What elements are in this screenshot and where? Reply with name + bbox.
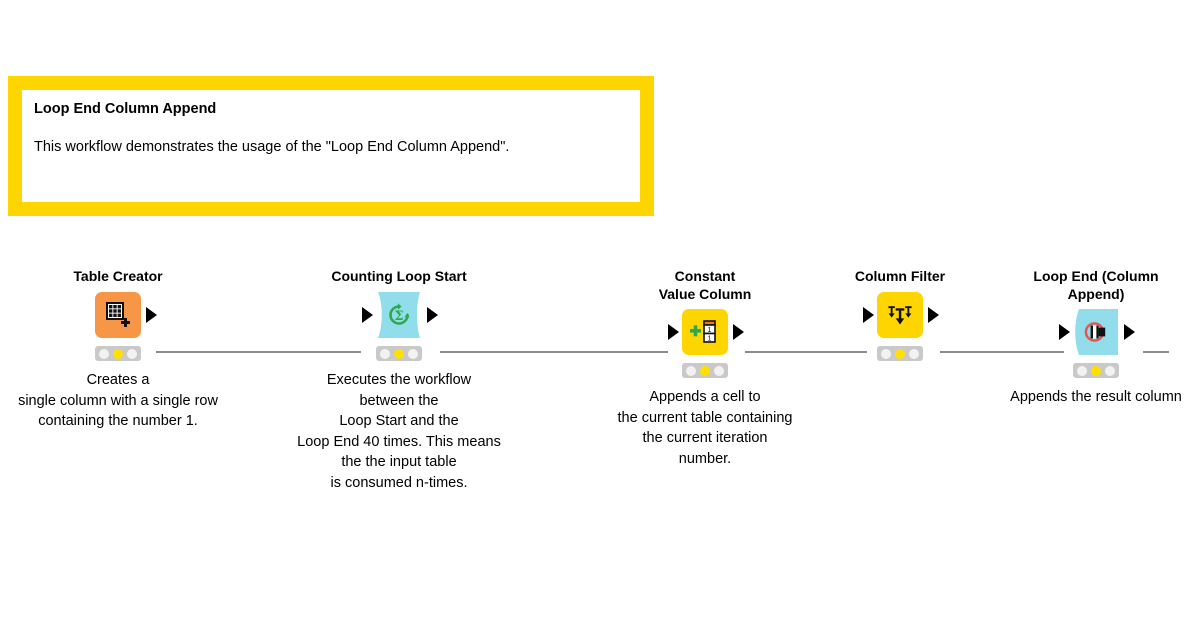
output-port[interactable]	[146, 307, 157, 323]
node-figure-counting-loop-start: Σ	[344, 292, 454, 338]
node-body-counting-loop-start[interactable]: Σ	[362, 292, 438, 338]
workflow-annotation-title: Loop End Column Append	[34, 101, 217, 117]
connector-loop-end-output[interactable]	[1143, 351, 1169, 353]
connector-column-filter-to-loop-end[interactable]	[940, 351, 1064, 353]
node-constant-value-column[interactable]: Constant Value Column 1 1	[590, 268, 820, 469]
node-title-table-creator: Table Creator	[73, 268, 163, 284]
status-led-green	[714, 365, 724, 376]
node-status-table-creator[interactable]	[95, 346, 141, 361]
status-led-green	[127, 348, 137, 359]
node-body-table-creator[interactable]	[95, 292, 157, 338]
node-column-filter[interactable]: Column Filter	[785, 268, 1015, 370]
node-description-constant-value-column: Appends a cell to the current table cont…	[617, 389, 793, 467]
node-shape-square	[877, 292, 923, 338]
node-title-loop-end-column-append: Loop End (Column Append)	[1033, 268, 1159, 302]
output-port[interactable]	[733, 324, 744, 340]
output-port[interactable]	[427, 307, 438, 323]
node-table-creator[interactable]: Table Creator	[3, 268, 233, 432]
node-title-column-filter: Column Filter	[854, 268, 946, 284]
input-port[interactable]	[362, 307, 373, 323]
node-loop-end-column-append[interactable]: Loop End (Column Append)	[981, 268, 1200, 408]
node-body-loop-end-column-append[interactable]	[1059, 309, 1135, 355]
node-shape-square	[95, 292, 141, 338]
output-port[interactable]	[1124, 324, 1135, 340]
output-port[interactable]	[928, 307, 939, 323]
status-led-yellow	[700, 365, 710, 376]
status-led-yellow	[1091, 365, 1101, 376]
node-counting-loop-start[interactable]: Counting Loop Start Σ	[284, 268, 514, 493]
node-figure-column-filter	[845, 292, 955, 338]
node-description-table-creator: Creates a single column with a single ro…	[18, 372, 218, 430]
node-status-counting-loop-start[interactable]	[376, 346, 422, 361]
node-title-counting-loop-start: Counting Loop Start	[331, 268, 467, 284]
input-port[interactable]	[668, 324, 679, 340]
workflow-annotation[interactable]: Loop End Column Append This workflow dem…	[8, 76, 654, 216]
status-led-red	[686, 365, 696, 376]
node-body-column-filter[interactable]	[863, 292, 939, 338]
node-figure-constant-value-column: 1 1	[650, 309, 760, 355]
status-led-green	[1105, 365, 1115, 376]
workflow-annotation-body: This workflow demonstrates the usage of …	[34, 139, 510, 156]
node-description-counting-loop-start: Executes the workflow between the Loop S…	[297, 372, 501, 491]
status-led-yellow	[394, 348, 404, 359]
node-body-constant-value-column[interactable]: 1 1	[668, 309, 744, 355]
node-title-constant-value-column: Constant Value Column	[658, 268, 752, 302]
node-status-column-filter[interactable]	[877, 346, 923, 361]
status-led-green	[408, 348, 418, 359]
workflow-annotation-inner: Loop End Column Append This workflow dem…	[22, 90, 640, 202]
status-led-red	[881, 348, 891, 359]
node-figure-loop-end-column-append	[1041, 309, 1151, 355]
input-port[interactable]	[1059, 324, 1070, 340]
connector-table-creator-to-loop-start[interactable]	[156, 351, 361, 353]
node-shape-loop-end	[1075, 309, 1118, 355]
node-shape-loop-start	[378, 292, 420, 338]
status-led-red	[380, 348, 390, 359]
node-description-loop-end-column-append: Appends the result column	[1010, 389, 1182, 405]
node-status-constant-value-column[interactable]	[682, 363, 728, 378]
input-port[interactable]	[863, 307, 874, 323]
connector-constant-value-column-to-column-filter[interactable]	[745, 351, 867, 353]
status-led-red	[99, 348, 109, 359]
status-led-green	[909, 348, 919, 359]
connector-loop-start-to-constant-value-column[interactable]	[440, 351, 668, 353]
node-shape-square	[682, 309, 728, 355]
node-figure-table-creator	[63, 292, 173, 338]
node-status-loop-end-column-append[interactable]	[1073, 363, 1119, 378]
status-led-yellow	[113, 348, 123, 359]
status-led-red	[1077, 365, 1087, 376]
status-led-yellow	[895, 348, 905, 359]
